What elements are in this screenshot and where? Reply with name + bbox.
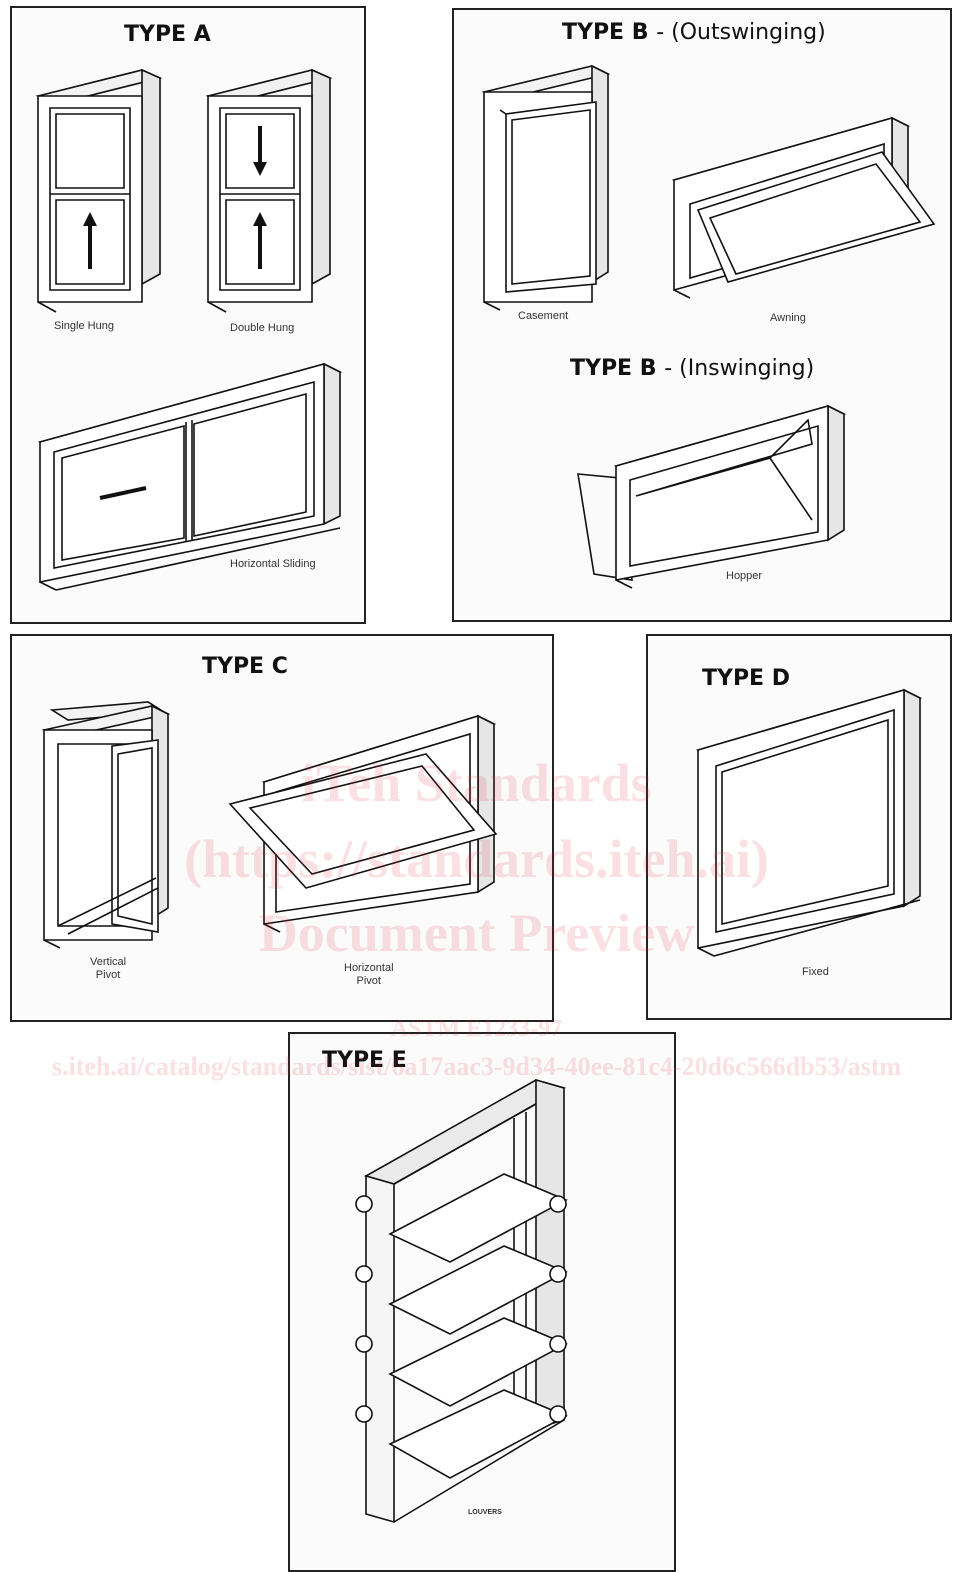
louvers-window-drawing xyxy=(354,1074,594,1534)
panel-title-type-b-inswinging: TYPE B - (Inswinging) xyxy=(570,356,814,381)
panel-title-type-d: TYPE D xyxy=(702,666,791,691)
caption-pivot: Pivot xyxy=(95,969,121,981)
caption-fixed: Fixed xyxy=(802,966,829,978)
caption-pivot: Pivot xyxy=(356,975,381,987)
fixed-window-drawing xyxy=(692,686,932,966)
panel-type-b: TYPE B - (Outswinging) Casement Awning T… xyxy=(452,8,952,622)
casement-window-drawing xyxy=(480,62,620,312)
caption-single-hung: Single Hung xyxy=(54,320,114,332)
caption-vertical: Vertical xyxy=(90,956,127,968)
slide-arrow-icon xyxy=(100,488,146,498)
panel-title-type-c: TYPE C xyxy=(202,654,288,679)
vertical-pivot-window-drawing xyxy=(38,698,178,948)
caption-hopper: Hopper xyxy=(726,570,763,582)
hopper-window-drawing xyxy=(574,400,854,590)
panel-type-a: TYPE A Single Hung xyxy=(10,6,366,624)
outswinging-label: - (Outswinging) xyxy=(656,20,826,45)
caption-awning: Awning xyxy=(770,312,806,324)
panel-type-e: TYPE E LOUVERS xyxy=(288,1032,676,1572)
horizontal-pivot-window-drawing xyxy=(226,712,506,932)
panel-type-d: TYPE D Fixed xyxy=(646,634,952,1020)
panel-title-type-a: TYPE A xyxy=(124,22,211,47)
panel-type-c: TYPE C Vertical Pivot xyxy=(10,634,554,1022)
caption-horizontal-sliding: Horizontal Sliding xyxy=(230,558,316,570)
inswinging-label: - (Inswinging) xyxy=(664,356,815,381)
caption-casement: Casement xyxy=(518,310,569,322)
caption-horizontal: Horizontal xyxy=(344,962,394,974)
arrow-up-icon xyxy=(253,212,267,269)
caption-double-hung: Double Hung xyxy=(230,322,295,334)
panel-title-type-b-outswinging: TYPE B - (Outswinging) xyxy=(562,20,826,45)
caption-horizontal-pivot: Horizontal Pivot xyxy=(344,962,394,988)
caption-louvers: LOUVERS xyxy=(468,1509,502,1516)
single-hung-window-drawing xyxy=(32,64,172,314)
type-b-label: TYPE B xyxy=(570,356,657,381)
type-b-label: TYPE B xyxy=(562,20,649,45)
arrow-down-icon xyxy=(253,126,267,176)
horizontal-sliding-window-drawing xyxy=(34,356,354,596)
double-hung-window-drawing xyxy=(202,64,342,314)
panel-title-type-e: TYPE E xyxy=(322,1048,407,1073)
awning-window-drawing xyxy=(668,114,938,304)
arrow-up-icon xyxy=(83,212,97,269)
caption-vertical-pivot: Vertical Pivot xyxy=(90,956,126,982)
